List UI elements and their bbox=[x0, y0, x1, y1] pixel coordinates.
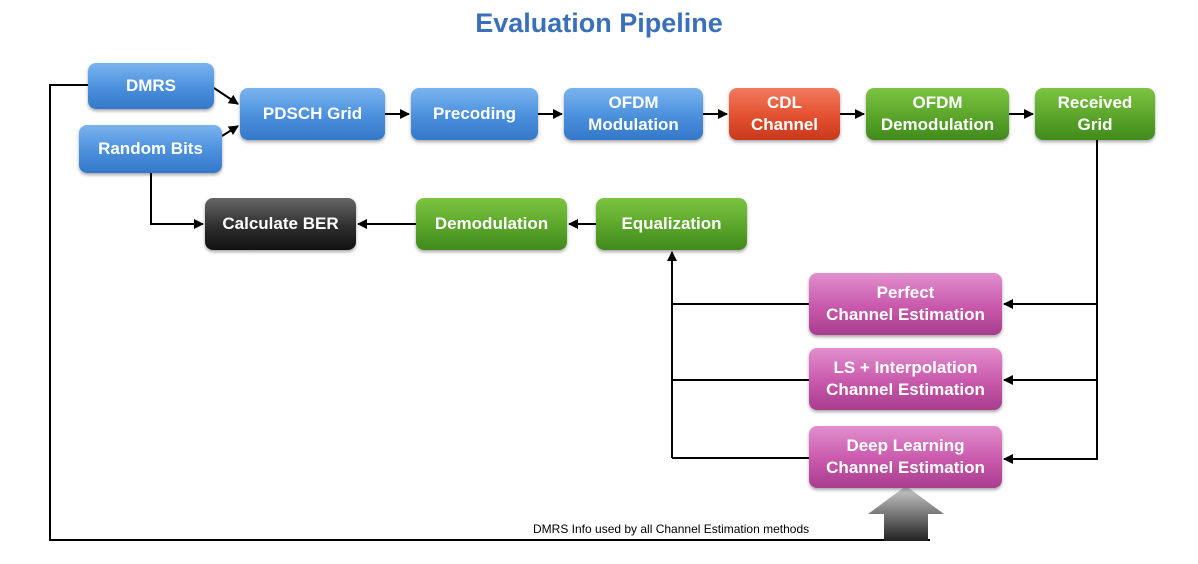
demodulation-box: Demodulation bbox=[416, 198, 567, 250]
cdl-channel-box: CDL Channel bbox=[729, 88, 840, 140]
equalization-box: Equalization bbox=[596, 198, 747, 250]
ls-estimation-box: LS + Interpolation Channel Estimation bbox=[809, 348, 1002, 410]
random-bits-box: Random Bits bbox=[79, 125, 222, 173]
pdsch-grid-box: PDSCH Grid bbox=[240, 88, 385, 140]
perfect-estimation-box: Perfect Channel Estimation bbox=[809, 273, 1002, 335]
dmrs-feedback-line bbox=[49, 84, 930, 541]
calculate-ber-box: Calculate BER bbox=[205, 198, 356, 250]
diagram-title: Evaluation Pipeline bbox=[475, 8, 723, 38]
arrow-dmrs-to-pdsch bbox=[213, 87, 239, 105]
arrow-bits-to-ber bbox=[150, 173, 204, 229]
dl-estimation-box: Deep Learning Channel Estimation bbox=[809, 426, 1002, 488]
ofdm-demodulation-box: OFDM Demodulation bbox=[866, 88, 1009, 140]
arrow-bits-to-pdsch bbox=[221, 125, 239, 137]
received-grid-box: Received Grid bbox=[1035, 88, 1155, 140]
ofdm-modulation-box: OFDM Modulation bbox=[564, 88, 703, 140]
precoding-box: Precoding bbox=[411, 88, 538, 140]
dmrs-info-big-arrow bbox=[868, 486, 944, 541]
dmrs-info-annotation: DMRS Info used by all Channel Estimation… bbox=[533, 522, 810, 536]
dmrs-box: DMRS bbox=[88, 63, 214, 109]
